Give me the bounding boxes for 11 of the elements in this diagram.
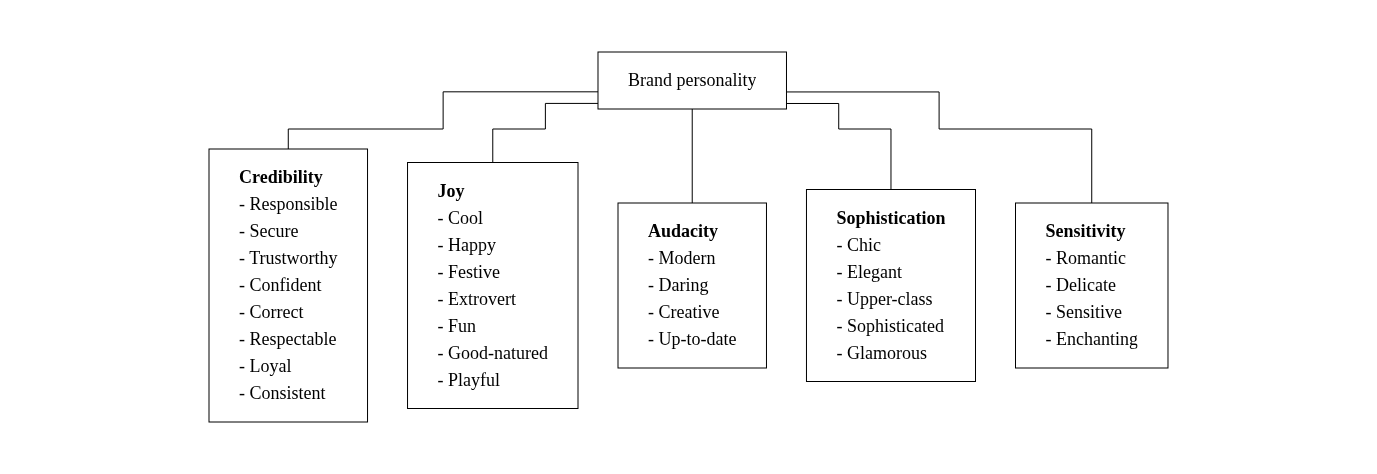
connector <box>786 91 1093 204</box>
connector <box>287 91 599 150</box>
node-box: Sophistication - Chic - Elegant - Upper-class - Sophisticated - Glamorous <box>805 189 976 382</box>
node-box: Joy - Cool - Happy - Festive - Extrovert - Fun - Good-natured - Playful <box>407 162 579 409</box>
connector <box>492 102 599 163</box>
node-box: Audacity - Modern - Daring - Creative - Up-to-date <box>617 202 767 369</box>
node-box: Credibility - Responsible - Secure - Trustworthy - Confident - Correct - Respectable - Loyal - Consistent <box>208 148 369 423</box>
node-box: Brand personality <box>597 51 787 110</box>
connector <box>691 108 693 204</box>
node-box: Sensitivity - Romantic - Delicate - Sensitive - Enchanting <box>1015 202 1169 369</box>
connector <box>786 103 892 190</box>
